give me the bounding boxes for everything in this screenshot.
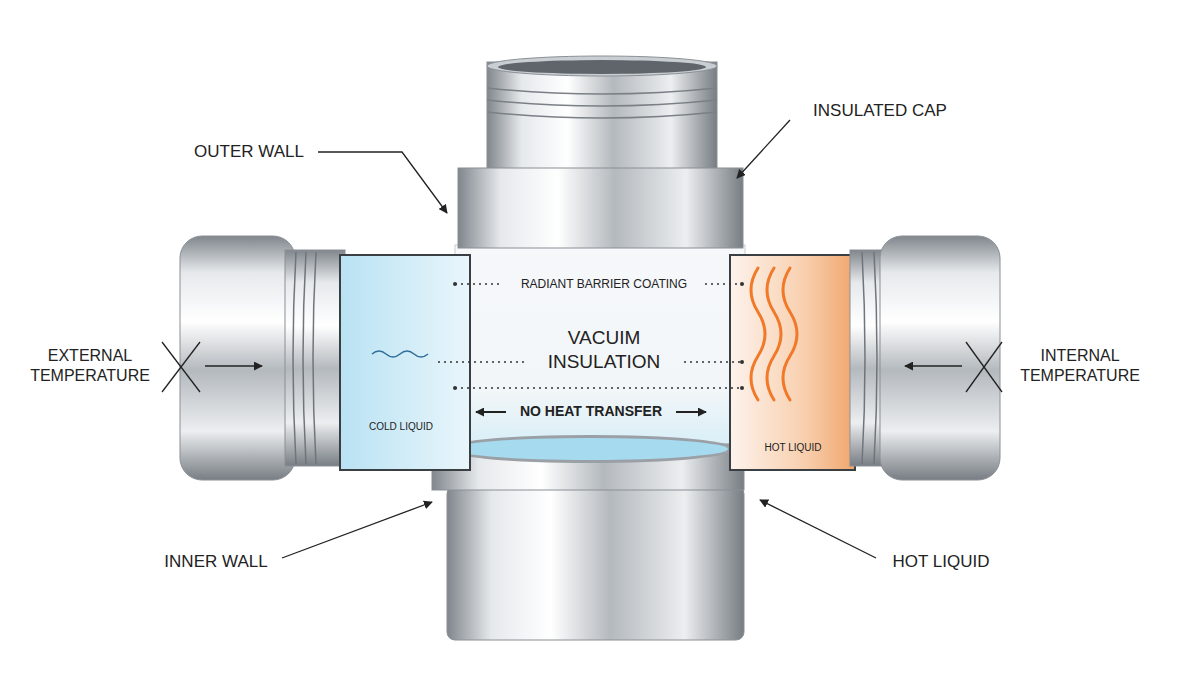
top-neck <box>487 62 717 177</box>
bottom-cylinder <box>447 486 744 640</box>
dot <box>453 282 457 286</box>
transfer-arrow <box>476 411 506 413</box>
cold-wave <box>372 351 428 357</box>
heat-wave <box>751 268 765 400</box>
leader-line <box>282 502 432 558</box>
temperature-label: EXTERNAL TEMPERATURE <box>15 346 165 386</box>
cross-line <box>162 342 200 392</box>
thread-line <box>487 100 717 106</box>
right-cap <box>880 236 1000 480</box>
transfer-arrow <box>676 411 706 413</box>
top-threads <box>487 88 717 118</box>
leader-line <box>905 365 962 366</box>
thread-line <box>862 252 865 464</box>
dotted-line <box>455 283 503 284</box>
right-threads <box>862 252 877 464</box>
part-label: OUTER WALL <box>194 141 304 162</box>
cross-line <box>966 342 1002 392</box>
thread-line <box>303 252 306 464</box>
transfer-label: NO HEAT TRANSFER <box>520 403 662 421</box>
part-label: HOT LIQUID <box>893 551 990 572</box>
top-rim <box>487 56 717 76</box>
left-cap <box>180 236 295 480</box>
dot <box>740 282 744 286</box>
thread-line <box>874 252 877 464</box>
leader-line <box>737 120 790 178</box>
dot <box>740 386 744 390</box>
liquid-surface <box>452 438 728 460</box>
left-thread-ring <box>285 250 345 466</box>
leader-line <box>205 365 262 366</box>
vacuum-chamber <box>455 245 745 452</box>
thread-line <box>487 88 717 94</box>
hot-liquid <box>730 255 855 470</box>
leader-lines <box>205 120 962 558</box>
thread-line <box>313 252 316 464</box>
dotted-line <box>438 361 526 362</box>
dot <box>453 386 457 390</box>
heat-wave <box>767 268 781 400</box>
leader-line <box>318 152 447 213</box>
dotted-line <box>455 387 742 388</box>
cross-line <box>162 342 200 392</box>
dotted-line-ends <box>453 282 744 390</box>
dotted-lines <box>438 284 742 388</box>
dotted-line <box>705 283 742 284</box>
thread-line <box>293 252 296 464</box>
dotted-line <box>684 361 742 362</box>
top-opening <box>498 60 706 74</box>
thread-line <box>487 112 717 118</box>
temperature-label: INTERNAL TEMPERATURE <box>1005 346 1155 386</box>
coating-label: RADIANT BARRIER COATING <box>521 277 687 292</box>
part-label: INNER WALL <box>164 551 267 572</box>
insulation-label: VACUIM INSULATION <box>529 326 679 374</box>
ring-rim <box>444 435 736 463</box>
dot <box>740 360 744 364</box>
liquid-label: HOT LIQUID <box>764 442 821 455</box>
cross-line <box>966 342 1002 392</box>
leader-line <box>760 500 876 558</box>
top-collar <box>458 168 743 248</box>
part-label: INSULATED CAP <box>813 100 947 121</box>
heat-wave <box>783 268 797 400</box>
heat-waves <box>751 268 797 400</box>
left-threads <box>293 252 316 464</box>
liquid-label: COLD LIQUID <box>369 421 433 434</box>
